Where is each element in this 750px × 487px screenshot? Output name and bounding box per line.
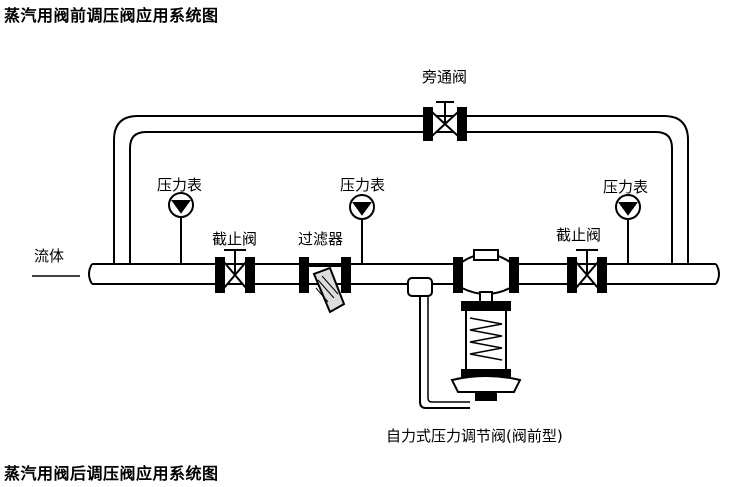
filter-icon bbox=[299, 257, 351, 314]
regulator-label: 自力式压力调节阀(阀前型) bbox=[386, 427, 563, 445]
regulator-valve-icon bbox=[450, 249, 522, 401]
stop-valve-left-icon bbox=[215, 249, 255, 293]
fluid-label: 流体 bbox=[34, 247, 65, 265]
stop-valve-left-label: 截止阀 bbox=[212, 230, 258, 248]
diagram-caption: 蒸汽用阀后调压阀应用系统图 bbox=[4, 464, 219, 483]
diagram-title: 蒸汽用阀前调压阀应用系统图 bbox=[4, 6, 219, 25]
impulse-line bbox=[419, 284, 470, 409]
pipe-end-left bbox=[88, 263, 93, 285]
pipe-end-right bbox=[715, 263, 720, 285]
pressure-gauge-mid-label: 压力表 bbox=[340, 176, 386, 194]
bypass-pipe-inner bbox=[129, 131, 673, 264]
filter-label: 过滤器 bbox=[298, 230, 344, 248]
stop-valve-right-label: 截止阀 bbox=[556, 226, 602, 244]
condensing-pot-icon bbox=[407, 277, 433, 297]
bypass-valve-label: 旁通阀 bbox=[422, 68, 468, 86]
impulse-line-inner bbox=[427, 284, 470, 403]
stop-valve-right-icon bbox=[567, 249, 607, 293]
pressure-gauge-right-icon bbox=[615, 194, 641, 264]
pressure-gauge-right-label: 压力表 bbox=[603, 178, 649, 196]
pressure-gauge-left-icon bbox=[168, 192, 194, 264]
pressure-gauge-mid-icon bbox=[349, 194, 375, 264]
pressure-gauge-left-label: 压力表 bbox=[157, 176, 203, 194]
bypass-pipe-outer bbox=[113, 115, 689, 264]
bypass-valve-icon bbox=[423, 101, 467, 141]
